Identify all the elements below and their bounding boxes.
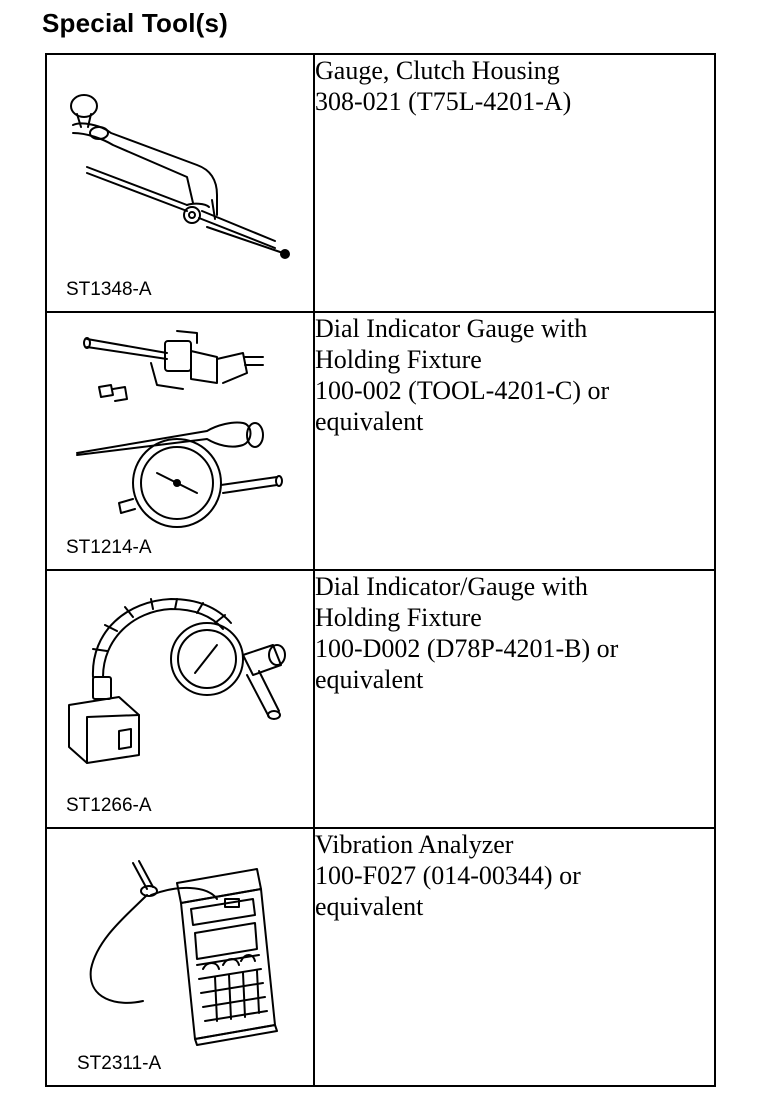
- tool-name: Vibration Analyzer: [315, 830, 514, 859]
- special-tools-table: ST1348-A Gauge, Clutch Housing 308-021 (…: [45, 53, 716, 1087]
- clutch-housing-gauge-icon: [70, 94, 290, 259]
- vibration-analyzer-icon: [89, 860, 278, 1046]
- tool-illustration-cell: ST2311-A: [45, 827, 315, 1087]
- tool-description: Vibration Analyzer 100-F027 (014-00344) …: [313, 827, 716, 1087]
- tool-illustration-cell: ST1214-A: [45, 311, 315, 571]
- tool-part-number: 100-F027 (014-00344) or: [315, 861, 581, 890]
- tool-name: Holding Fixture: [315, 345, 482, 374]
- page-title: Special Tool(s): [42, 8, 228, 38]
- tool-description: Dial Indicator/Gauge with Holding Fixtur…: [313, 569, 716, 829]
- tool-name: Dial Indicator Gauge with: [315, 314, 588, 343]
- tool-name: Holding Fixture: [315, 603, 482, 632]
- dial-indicator-magnetic-base-icon: [68, 598, 286, 764]
- tool-description: Gauge, Clutch Housing 308-021 (T75L-4201…: [313, 53, 716, 313]
- dial-indicator-fixture-icon: [76, 330, 283, 528]
- tool-illustration-cell: ST1266-A: [45, 569, 315, 829]
- tool-code: ST1266-A: [66, 795, 152, 816]
- table-row: ST1214-A Dial Indicator Gauge with Holdi…: [45, 311, 716, 571]
- table-row: ST1266-A Dial Indicator/Gauge with Holdi…: [45, 569, 716, 829]
- tool-name: Gauge, Clutch Housing: [315, 56, 560, 85]
- tool-code: ST1348-A: [66, 279, 152, 300]
- tool-illustration-cell: ST1348-A: [45, 53, 315, 313]
- table-row: ST1348-A Gauge, Clutch Housing 308-021 (…: [45, 53, 716, 313]
- tool-part-number: 308-021 (T75L-4201-A): [315, 87, 572, 116]
- tool-note: equivalent: [315, 665, 424, 694]
- table-row: ST2311-A Vibration Analyzer 100-F027 (01…: [45, 827, 716, 1087]
- tool-note: equivalent: [315, 892, 424, 921]
- tool-part-number: 100-002 (TOOL-4201-C) or: [315, 376, 610, 405]
- tool-part-number: 100-D002 (D78P-4201-B) or: [315, 634, 619, 663]
- tool-description: Dial Indicator Gauge with Holding Fixtur…: [313, 311, 716, 571]
- tool-name: Dial Indicator/Gauge with: [315, 572, 588, 601]
- tool-code: ST1214-A: [66, 537, 152, 558]
- tool-code: ST2311-A: [77, 1053, 162, 1074]
- tool-note: equivalent: [315, 407, 424, 436]
